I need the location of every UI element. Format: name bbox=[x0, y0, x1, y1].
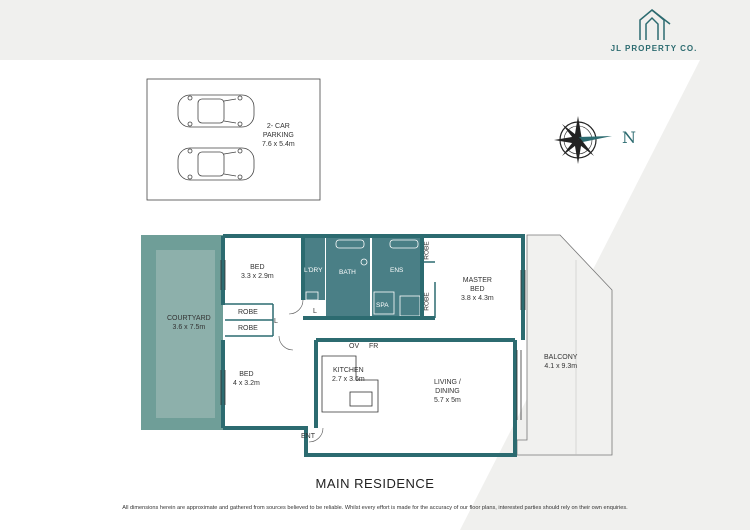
entry-label: ENT bbox=[301, 433, 315, 440]
car-icon bbox=[177, 147, 255, 181]
robe2-label: ROBE bbox=[238, 325, 258, 332]
disclaimer: All dimensions herein are approximate an… bbox=[122, 505, 628, 511]
robe1-label: ROBE bbox=[238, 309, 258, 316]
bed2-label: BED 4 x 3.2m bbox=[233, 371, 260, 387]
living-dining-label: LIVING / DINING 5.7 x 5m bbox=[434, 379, 461, 404]
linen2-label: L bbox=[313, 308, 317, 315]
north-letter: N bbox=[622, 128, 636, 147]
house-logo-icon bbox=[639, 9, 671, 40]
brand-logo: JL PROPERTY CO. bbox=[604, 6, 704, 56]
linen-label: L bbox=[274, 318, 278, 325]
walls bbox=[221, 234, 525, 457]
brand-name: JL PROPERTY CO. bbox=[610, 44, 698, 53]
balcony-label: BALCONY 4.1 x 9.3m bbox=[544, 354, 578, 370]
bath-area bbox=[326, 238, 370, 318]
parking-area bbox=[146, 78, 321, 201]
courtyard-label: COURTYARD 3.6 x 7.5m bbox=[167, 315, 211, 331]
parking-size: 7.6 x 5.4m bbox=[262, 141, 295, 148]
balcony-area bbox=[516, 234, 613, 456]
spa-label: SPA bbox=[376, 302, 389, 309]
laundry-area bbox=[303, 238, 325, 300]
oven-label: OV bbox=[349, 343, 360, 350]
north-arrow-icon bbox=[554, 116, 612, 164]
laundry-label: L'DRY bbox=[304, 267, 323, 274]
bath-label: BATH bbox=[339, 269, 356, 276]
parking-label: 2- CAR PARKING 7.6 x 5.4m bbox=[262, 123, 295, 148]
car-icon bbox=[177, 94, 255, 128]
fridge-label: FR bbox=[369, 343, 379, 350]
bed1-label: BED 3.3 x 2.9m bbox=[241, 264, 274, 280]
plan-title: MAIN RESIDENCE bbox=[315, 476, 435, 491]
robe4-label: ROBE bbox=[423, 292, 431, 311]
ensuite-area bbox=[372, 238, 422, 318]
courtyard-inner bbox=[156, 250, 215, 418]
header-band bbox=[0, 0, 750, 60]
ensuite-label: ENS bbox=[390, 267, 404, 274]
robe3-label: ROBE bbox=[423, 241, 431, 260]
kitchen-label: KITCHEN 2.7 x 3.6m bbox=[332, 367, 365, 383]
master-bed-label: MASTER BED 3.8 x 4.3m bbox=[461, 277, 494, 302]
